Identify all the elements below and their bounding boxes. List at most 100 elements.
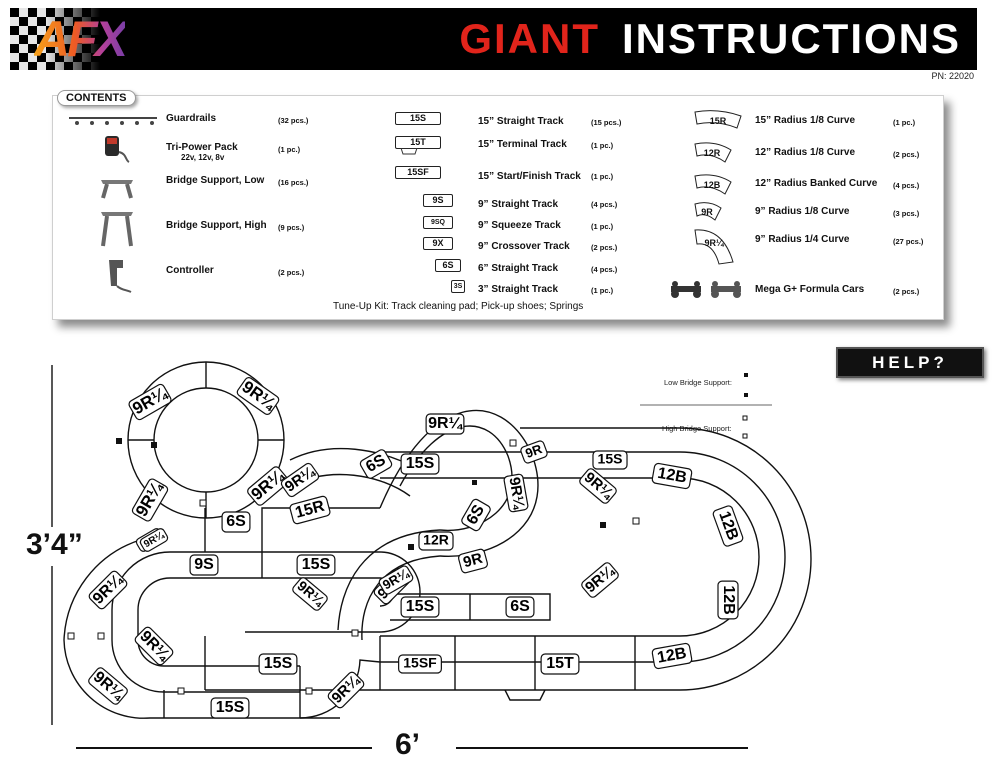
- track-piece-r9a: 9R: [520, 440, 548, 464]
- start-finish-qty: (1 pc.): [591, 172, 614, 181]
- bridge-high-icon: [101, 212, 133, 247]
- chip-9r: 9R: [701, 207, 713, 217]
- track-piece-chip: [400, 453, 440, 475]
- track-piece-s6d: 6S: [505, 596, 535, 618]
- terminal-connector-icon: [400, 148, 418, 155]
- curve-12b-label: 12” Radius Banked Curve: [755, 178, 878, 189]
- squeeze-9-qty: (1 pc.): [591, 222, 614, 231]
- track-piece-chip: [579, 468, 617, 504]
- bridge-high-label: Bridge Support, High: [166, 220, 267, 231]
- guardrail-icon: [69, 117, 157, 125]
- track-piece-c6: 9R¼: [425, 413, 465, 435]
- track-piece-chip: [128, 383, 172, 421]
- track-piece-c3: 9R¼: [131, 478, 169, 522]
- power-pack-voltages: 22v, 12v, 8v: [181, 153, 225, 162]
- contents-panel: CONTENTS Guardrails (32 pcs.) Tri-Power …: [52, 90, 944, 320]
- track-piece-chip: [289, 495, 331, 525]
- track-piece-chip: [139, 528, 169, 552]
- title-giant: GIANT: [459, 15, 600, 62]
- track-piece-label: 15T: [546, 655, 574, 672]
- chip-12b: 12B: [703, 180, 721, 190]
- track-piece-chip: [540, 653, 580, 675]
- track-piece-chip: [581, 562, 619, 598]
- power-pack-label: Tri-Power Pack: [166, 142, 238, 153]
- track-piece-label: 6S: [510, 598, 530, 615]
- track-piece-c8: 9R¼: [503, 473, 529, 513]
- curve-15r-label: 15” Radius 1/8 Curve: [755, 115, 856, 126]
- track-piece-label: 12B: [720, 585, 737, 614]
- track-piece-c16: 9R¼: [327, 671, 365, 709]
- power-pack-icon: [105, 136, 130, 163]
- curve-9r14-icon: [694, 229, 734, 265]
- legend-low-bridge: Low Bridge Support:: [664, 378, 732, 387]
- track-piece-chip: [296, 554, 336, 576]
- track-piece-t15: 15T: [540, 653, 580, 675]
- height-dimension-label: 3’4”: [26, 528, 83, 561]
- track-piece-label: 12R: [423, 532, 449, 548]
- track-piece-r15: 15R: [289, 495, 331, 525]
- straight-3-qty: (1 pc.): [591, 286, 614, 295]
- track-piece-chip: [378, 565, 414, 595]
- track-piece-c7: 9R¼: [579, 468, 617, 504]
- curve-12r-icon: [694, 142, 732, 163]
- width-dimension-label: 6’: [395, 728, 421, 761]
- track-piece-label: 12B: [656, 645, 688, 667]
- title-instructions: INSTRUCTIONS: [622, 15, 961, 62]
- chip-9r14: 9R¼: [704, 238, 724, 248]
- track-piece-s15b: 15S: [592, 450, 628, 470]
- track-piece-sf: 15SF: [398, 654, 442, 674]
- track-piece-chip: [88, 570, 128, 610]
- track-piece-c12: 9R¼: [134, 626, 174, 666]
- track-piece-chip: [651, 642, 693, 670]
- track-piece-s15c: 15S: [296, 554, 336, 576]
- track-piece-chip: [505, 596, 535, 618]
- track-piece-s6b: 6S: [359, 449, 393, 479]
- track-piece-label: 15R: [294, 498, 327, 522]
- track-piece-b4: 12B: [651, 642, 693, 670]
- track-piece-s15e: 15S: [258, 653, 298, 675]
- track-piece-c1: 9R¼: [128, 383, 172, 421]
- formula-cars-icon: [671, 281, 741, 298]
- track-piece-r9b: 9R: [457, 548, 489, 574]
- controller-icon: [109, 260, 132, 293]
- curve-15r-icon: [694, 110, 742, 129]
- track-piece-chip: [398, 654, 442, 674]
- track-piece-chip: [292, 577, 328, 611]
- track-piece-c9: 9R¼: [581, 562, 619, 598]
- track-piece-chip: [327, 671, 365, 709]
- curve-12r-qty: (2 pcs.): [893, 150, 920, 159]
- track-piece-label: 15S: [264, 655, 293, 672]
- track-piece-label: 15S: [302, 556, 331, 573]
- track-piece-s15d: 15S: [400, 596, 440, 618]
- track-piece-b3: 12B: [717, 580, 739, 620]
- tuneup-kit-note: Tune-Up Kit: Track cleaning pad; Pick-up…: [333, 301, 584, 312]
- track-piece-chip: [221, 511, 251, 533]
- chip-15s: 15S: [395, 112, 441, 125]
- track-piece-chip: [418, 531, 454, 551]
- chip-15sf: 15SF: [395, 166, 441, 179]
- squeeze-9-label: 9” Squeeze Track: [478, 220, 561, 231]
- track-piece-label: 12B: [656, 465, 688, 487]
- track-piece-b2: 12B: [712, 505, 744, 547]
- chip-3s: 3S: [451, 280, 465, 293]
- chip-9sq: 9SQ: [423, 216, 453, 229]
- formula-cars-label: Mega G+ Formula Cars: [755, 284, 865, 295]
- formula-cars-qty: (2 pcs.): [893, 287, 920, 296]
- track-piece-chip: [400, 596, 440, 618]
- controller-qty: (2 pcs.): [278, 268, 305, 277]
- help-button[interactable]: HELP?: [836, 347, 984, 378]
- track-piece-chip: [457, 548, 489, 574]
- track-piece-chip: [258, 653, 298, 675]
- track-piece-chip: [280, 462, 320, 498]
- chip-12r: 12R: [703, 148, 721, 158]
- track-piece-r12: 12R: [418, 531, 454, 551]
- track-piece-chip: [131, 478, 169, 522]
- curve-9r14-label: 9” Radius 1/4 Curve: [755, 234, 850, 245]
- power-pack-qty: (1 pc.): [278, 145, 301, 154]
- curve-12r-label: 12” Radius 1/8 Curve: [755, 147, 856, 158]
- curve-12b-qty: (4 pcs.): [893, 181, 920, 190]
- track-piece-chip: [210, 697, 250, 719]
- terminal-15-qty: (1 pc.): [591, 141, 614, 150]
- track-piece-label: 15SF: [403, 655, 437, 671]
